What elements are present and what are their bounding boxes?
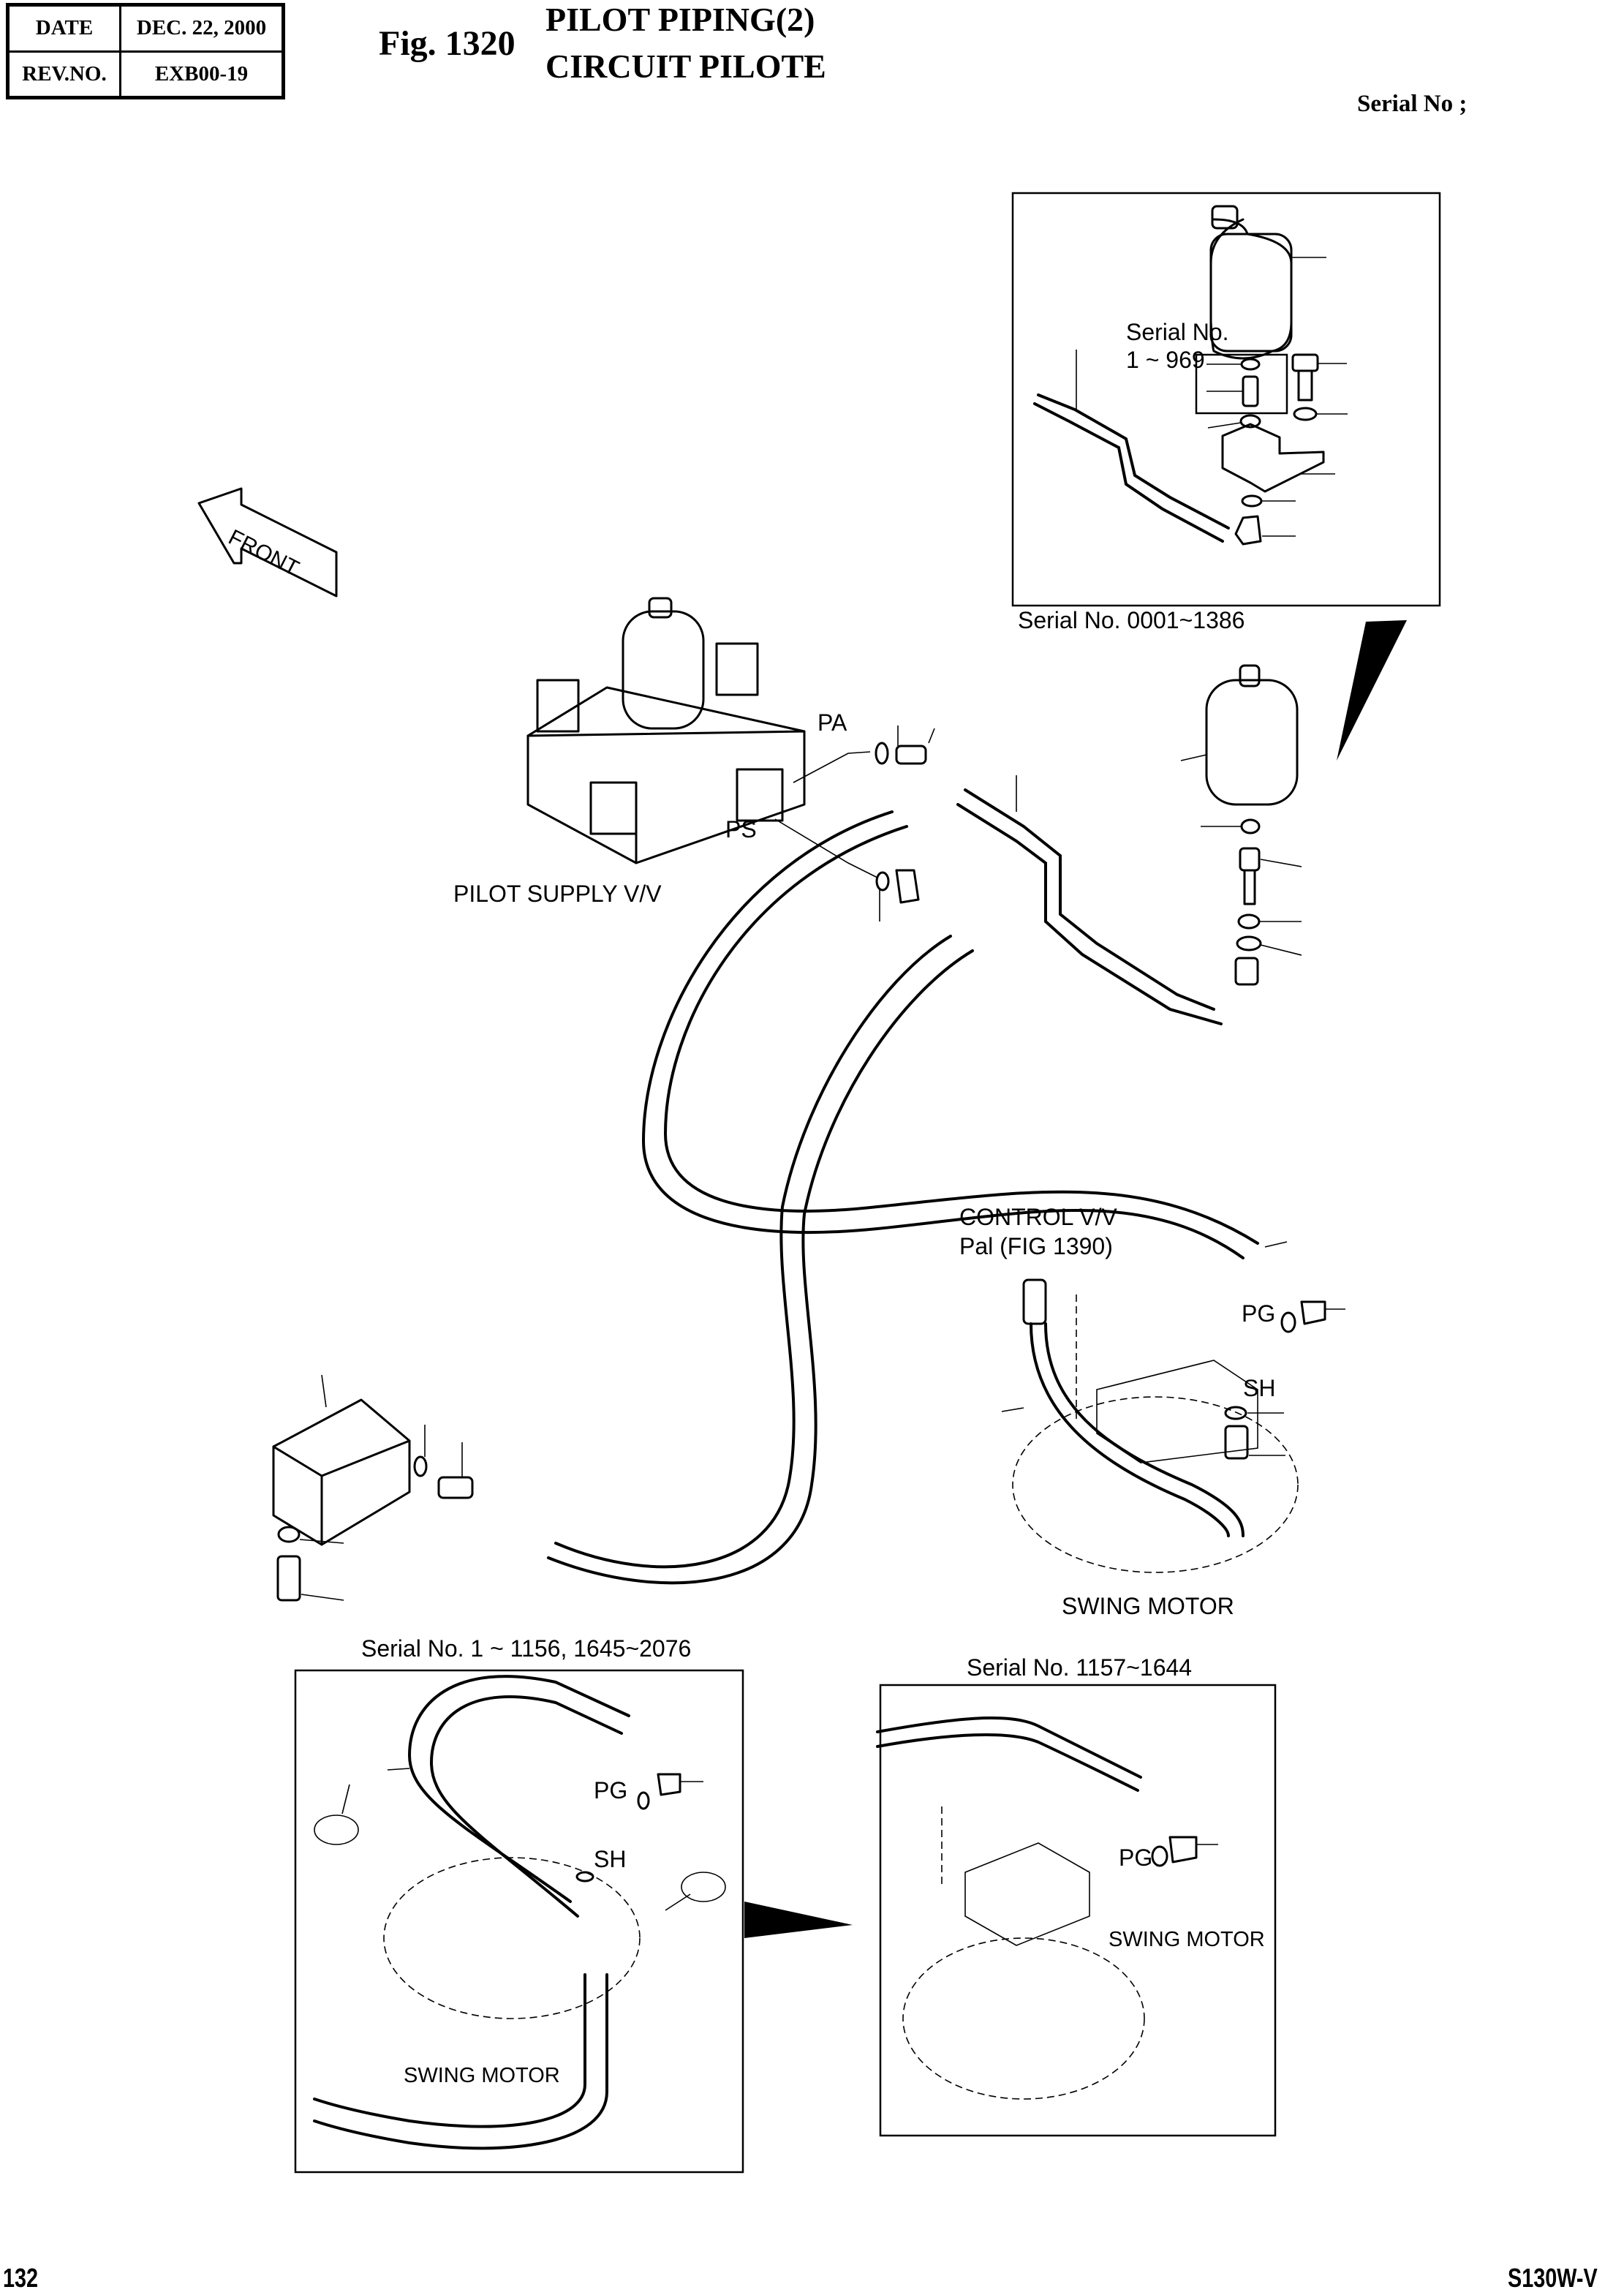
inset-right-swing-motor-label: SWING MOTOR [1109, 1928, 1265, 1951]
port-pg-label: PG [1242, 1300, 1276, 1327]
pointer-triangle-bottom [744, 1902, 853, 1938]
inset-serial-line1: Serial No. [1126, 319, 1229, 345]
control-valve-ref-label: Pal (FIG 1390) [959, 1233, 1113, 1259]
rev-key: REV.NO. [7, 50, 121, 99]
serial-range-box [1195, 353, 1288, 415]
revision-table: DATE DEC. 22, 2000 REV.NO. EXB00-19 [6, 3, 285, 99]
port-pa-label: PA [817, 709, 847, 736]
o-ring [1240, 358, 1261, 371]
inset-left-sh-label: SH [594, 1846, 627, 1872]
swing-motor-inset-right [876, 1716, 1218, 2100]
swing-motor-label: SWING MOTOR [1062, 1593, 1234, 1619]
inset-left-pg-label: PG [594, 1777, 628, 1804]
manifold-block [272, 1374, 474, 1602]
inset-bottom-left-caption: Serial No. 1 ~ 1156, 1645~2076 [361, 1635, 692, 1662]
elbow [1234, 515, 1262, 546]
inset-box-bottom-right [879, 1684, 1277, 2137]
pilot-hose-main [641, 810, 1245, 1259]
inset-serial-line2: 1 ~ 969 [1126, 347, 1205, 373]
bolt-inset [1291, 353, 1348, 421]
control-valve-label: CONTROL V/V [959, 1204, 1117, 1230]
page-number: 132 [3, 2263, 39, 2293]
filter-canister-main [1180, 664, 1302, 986]
inset-left-swing-motor-label: SWING MOTOR [404, 2064, 560, 2087]
swing-motor-main [1001, 1241, 1345, 1573]
inset-right-pg-label: PG [1119, 1844, 1153, 1871]
pilot-supply-valve-label: PILOT SUPPLY V/V [453, 881, 662, 907]
date-key: DATE [7, 4, 121, 53]
title-french: CIRCUIT PILOTE [545, 48, 826, 85]
model-number: S130W-V [1508, 2263, 1598, 2293]
inset-box-top [1011, 192, 1441, 607]
swing-motor-inset-left [313, 1675, 726, 2150]
inset-top-caption: Serial No. 0001~1386 [1018, 607, 1245, 633]
port-ps-label: PS [725, 816, 757, 843]
bracket [1221, 423, 1325, 493]
filter-canister-inset [1209, 205, 1326, 360]
adapter [1242, 375, 1259, 407]
date-row: DATE DEC. 22, 2000 [7, 4, 284, 53]
date-value: DEC. 22, 2000 [119, 4, 284, 53]
inset-bottom-right-caption: Serial No. 1157~1644 [967, 1654, 1193, 1681]
serial-number-label: Serial No ; [1357, 91, 1468, 117]
rev-value: EXB00-19 [119, 50, 284, 99]
title-english: PILOT PIPING(2) [545, 1, 815, 38]
port-sh-label: SH [1243, 1375, 1276, 1401]
pilot-hose-lower [554, 935, 952, 1569]
pipe-inset [1037, 393, 1230, 530]
pointer-triangle [1337, 620, 1407, 761]
rev-row: REV.NO. EXB00-19 [7, 50, 284, 99]
pilot-supply-valve [526, 597, 806, 864]
figure-number: Fig. 1320 [379, 24, 515, 63]
front-arrow [197, 487, 338, 598]
inset-box-bottom-left [294, 1669, 744, 2174]
pilot-pipe-pa [964, 788, 1215, 1011]
